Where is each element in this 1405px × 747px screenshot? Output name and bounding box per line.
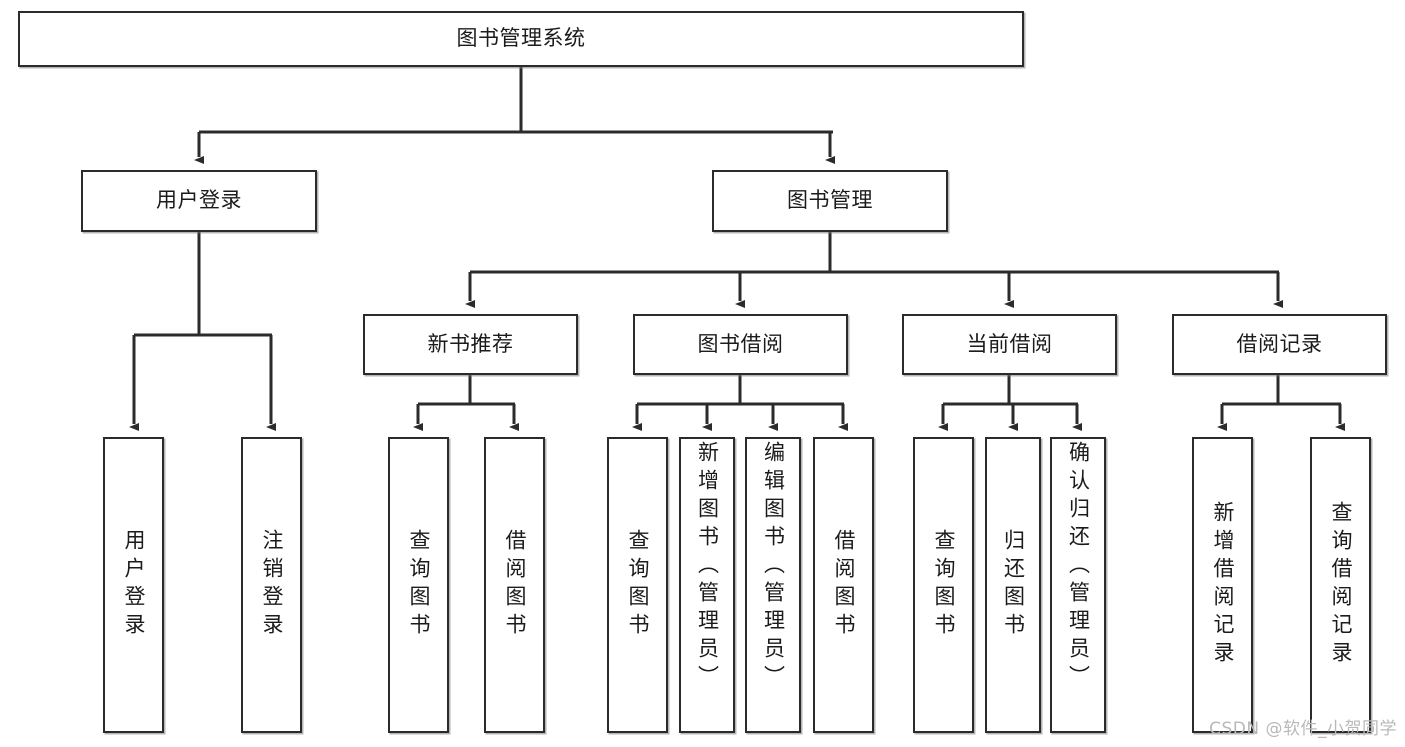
node-label: 查询图书: [407, 529, 431, 641]
node-leaf-borrow-book-1[interactable]: 借阅图书: [484, 437, 545, 733]
node-label: 当前借阅: [966, 331, 1053, 356]
node-leaf-logout-login[interactable]: 注销登录: [241, 437, 302, 733]
watermark-text: CSDN @软件_小贺同学: [1209, 719, 1397, 739]
node-new-book-recommend[interactable]: 新书推荐: [363, 314, 578, 375]
node-label: 用户登录: [156, 188, 242, 213]
node-leaf-query-book-1[interactable]: 查询图书: [388, 437, 449, 733]
node-leaf-query-book-3[interactable]: 查询图书: [913, 437, 974, 733]
node-label: 借阅图书: [503, 529, 527, 641]
node-leaf-confirm-return-admin[interactable]: 确认归还（管理员）: [1050, 437, 1106, 733]
node-leaf-edit-book-admin[interactable]: 编辑图书（管理员）: [745, 437, 801, 733]
node-label: 借阅记录: [1236, 331, 1323, 356]
node-leaf-borrow-book-2[interactable]: 借阅图书: [813, 437, 874, 733]
node-user-login[interactable]: 用户登录: [81, 170, 317, 232]
node-book-borrow[interactable]: 图书借阅: [633, 314, 848, 375]
node-borrow-record[interactable]: 借阅记录: [1172, 314, 1387, 375]
node-label: 图书管理: [787, 188, 873, 213]
node-label: 确认归还（管理员）: [1066, 441, 1091, 693]
node-label: 编辑图书（管理员）: [761, 441, 786, 693]
node-label: 图书借阅: [697, 331, 784, 356]
node-label: 用户登录: [122, 529, 146, 641]
node-label: 查询借阅记录: [1329, 501, 1353, 669]
node-label: 注销登录: [260, 529, 284, 641]
node-label: 图书管理系统: [456, 26, 586, 51]
node-book-management[interactable]: 图书管理: [712, 170, 948, 232]
node-label: 新书推荐: [427, 331, 514, 356]
node-leaf-return-book[interactable]: 归还图书: [985, 437, 1041, 733]
node-label: 借阅图书: [832, 529, 856, 641]
node-leaf-add-borrow-record[interactable]: 新增借阅记录: [1192, 437, 1253, 733]
node-leaf-query-borrow-record[interactable]: 查询借阅记录: [1310, 437, 1371, 733]
node-label: 新增图书（管理员）: [695, 441, 720, 693]
node-leaf-user-login[interactable]: 用户登录: [103, 437, 164, 733]
node-current-borrow[interactable]: 当前借阅: [902, 314, 1117, 375]
node-label: 新增借阅记录: [1211, 501, 1235, 669]
node-label: 归还图书: [1001, 529, 1026, 641]
node-leaf-query-book-2[interactable]: 查询图书: [607, 437, 668, 733]
node-book-management-system[interactable]: 图书管理系统: [18, 11, 1024, 67]
node-leaf-add-book-admin[interactable]: 新增图书（管理员）: [679, 437, 735, 733]
node-label: 查询图书: [932, 529, 956, 641]
node-label: 查询图书: [626, 529, 650, 641]
